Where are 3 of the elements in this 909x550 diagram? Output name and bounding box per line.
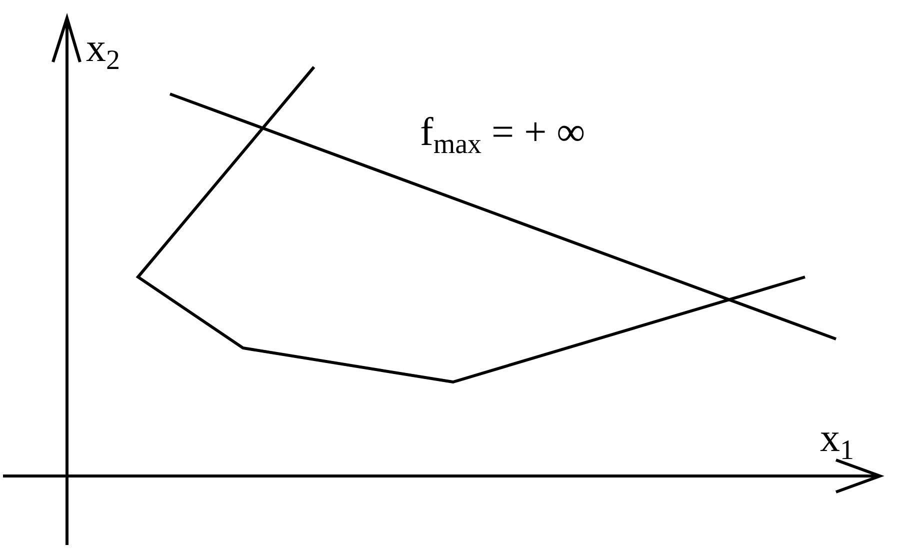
formula-label: f$_{max}$ = + ∞: [420, 112, 586, 159]
axis-label: x$_{2}$: [86, 28, 120, 75]
axis-label: x$_{1}$: [820, 418, 854, 465]
